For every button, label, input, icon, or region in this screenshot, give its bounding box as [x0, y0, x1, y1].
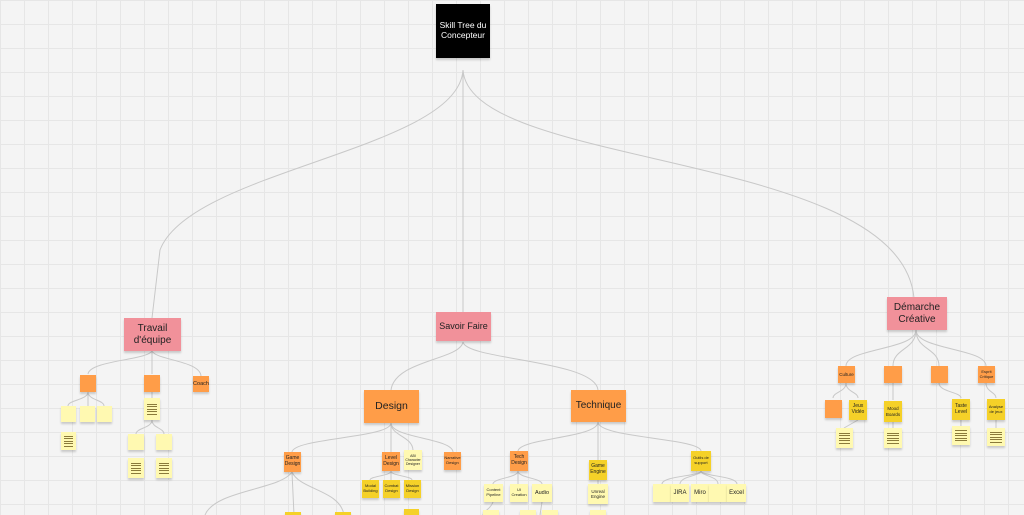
- analyse-de-jeux[interactable]: Analyse de jeux: [987, 399, 1005, 420]
- note-label: UI Creation: [511, 487, 527, 497]
- level-design[interactable]: Level Design: [382, 452, 400, 471]
- note-label: Game Engine: [590, 463, 606, 475]
- creative-skill[interactable]: [825, 400, 842, 418]
- note-label: Mission Design: [405, 483, 420, 493]
- detail-note[interactable]: [836, 428, 853, 448]
- subcategory-design[interactable]: Design: [364, 390, 419, 423]
- note-label: Analyse de jeux: [988, 403, 1004, 414]
- note-label: Esprit Critique: [979, 368, 994, 379]
- detail-note[interactable]: [156, 458, 172, 478]
- subcategory-title: Design: [375, 400, 408, 413]
- note-label: Culture: [839, 371, 854, 377]
- tool-note[interactable]: [653, 484, 671, 502]
- jeux-video[interactable]: Jeux Vidéo: [849, 400, 867, 420]
- note-label: Narrative Design: [444, 455, 461, 465]
- detail-note[interactable]: [987, 428, 1005, 446]
- detail-note[interactable]: [128, 458, 144, 478]
- game-design[interactable]: Game Design: [284, 452, 301, 472]
- category-travail-equipe[interactable]: Travail d'équipe: [124, 318, 181, 351]
- note-label: Audio: [534, 489, 550, 496]
- detail-note[interactable]: [61, 406, 76, 422]
- subcategory-title: Technique: [575, 400, 622, 412]
- taste-level[interactable]: Taste Level: [952, 399, 970, 420]
- tool-miro[interactable]: Miro: [691, 484, 709, 502]
- category-title: Savoir Faire: [439, 321, 488, 332]
- partial-note[interactable]: [590, 510, 606, 515]
- abi-design[interactable]: ABI Character Designer: [404, 450, 422, 470]
- note-label: Level Design: [383, 454, 399, 467]
- tool-jira[interactable]: JIRA: [671, 484, 689, 502]
- tool-note[interactable]: [709, 484, 727, 502]
- detail-note[interactable]: [61, 432, 76, 450]
- detail-note[interactable]: [144, 398, 160, 420]
- note-label: Tech Design: [511, 454, 527, 466]
- subcategory-technique[interactable]: Technique: [571, 390, 626, 422]
- level-building[interactable]: Modal Building: [362, 480, 379, 498]
- note-label: Jeux Vidéo: [851, 403, 865, 415]
- detail-note[interactable]: [97, 406, 112, 422]
- detail-note[interactable]: [128, 434, 144, 450]
- partial-note[interactable]: [542, 510, 558, 515]
- note-label: Unreal Engine: [590, 488, 605, 499]
- mission-design[interactable]: Mission Design: [404, 480, 421, 498]
- note-label: JIRA: [673, 489, 687, 496]
- note-label: ABI Character Designer: [405, 453, 421, 466]
- note-label: Excel: [729, 489, 744, 496]
- partial-note[interactable]: [404, 509, 419, 515]
- note-label: Outils de support: [693, 455, 709, 465]
- detail-note[interactable]: [884, 428, 902, 448]
- detail-note[interactable]: [952, 426, 970, 445]
- creative-subnode[interactable]: [884, 366, 902, 383]
- detail-note[interactable]: [80, 406, 95, 422]
- root-title: Skill Tree du Concepteur: [439, 20, 487, 40]
- tool-excel[interactable]: Excel: [727, 484, 746, 502]
- team-coach[interactable]: Coach: [193, 376, 209, 392]
- note-label: Taste Level: [955, 402, 967, 415]
- note-label: Modal Building: [363, 483, 378, 493]
- root-node[interactable]: Skill Tree du Concepteur: [436, 4, 490, 58]
- note-label: Game Design: [284, 455, 301, 467]
- game-engine[interactable]: Game Engine: [589, 460, 607, 480]
- note-label: Mood Boards: [885, 406, 901, 417]
- category-savoir-faire[interactable]: Savoir Faire: [436, 312, 491, 341]
- category-demarche-creative[interactable]: Démarche Créative: [887, 297, 947, 330]
- team-subnode-2[interactable]: [144, 375, 160, 392]
- partial-note[interactable]: [520, 510, 536, 515]
- partial-note[interactable]: [335, 512, 351, 515]
- tech-design[interactable]: Tech Design: [510, 451, 528, 471]
- content-pipeline[interactable]: Content Pipeline: [484, 484, 503, 502]
- team-subnode-1[interactable]: [80, 375, 96, 392]
- unreal-engine[interactable]: Unreal Engine: [588, 484, 608, 504]
- note-label: Combat Design: [384, 483, 399, 493]
- partial-note[interactable]: [483, 510, 499, 515]
- detail-note[interactable]: [156, 434, 172, 450]
- note-label: Miro: [694, 489, 706, 496]
- category-title: Travail d'équipe: [133, 323, 172, 346]
- mood-boards[interactable]: Mood Boards: [884, 401, 902, 422]
- creative-subnode[interactable]: [931, 366, 948, 383]
- category-title: Démarche Créative: [893, 302, 941, 325]
- outils-de-support[interactable]: Outils de support: [691, 451, 711, 471]
- audio[interactable]: Audio: [532, 484, 552, 502]
- note-label: Coach: [193, 380, 209, 387]
- ui-creation[interactable]: UI Creation: [510, 484, 528, 502]
- esprit-critique[interactable]: Esprit Critique: [978, 366, 995, 383]
- culture[interactable]: Culture: [838, 366, 855, 383]
- combat-design[interactable]: Combat Design: [383, 480, 400, 498]
- narrative-design[interactable]: Narrative Design: [444, 452, 461, 470]
- partial-note[interactable]: [285, 512, 301, 515]
- note-label: Content Pipeline: [486, 487, 501, 497]
